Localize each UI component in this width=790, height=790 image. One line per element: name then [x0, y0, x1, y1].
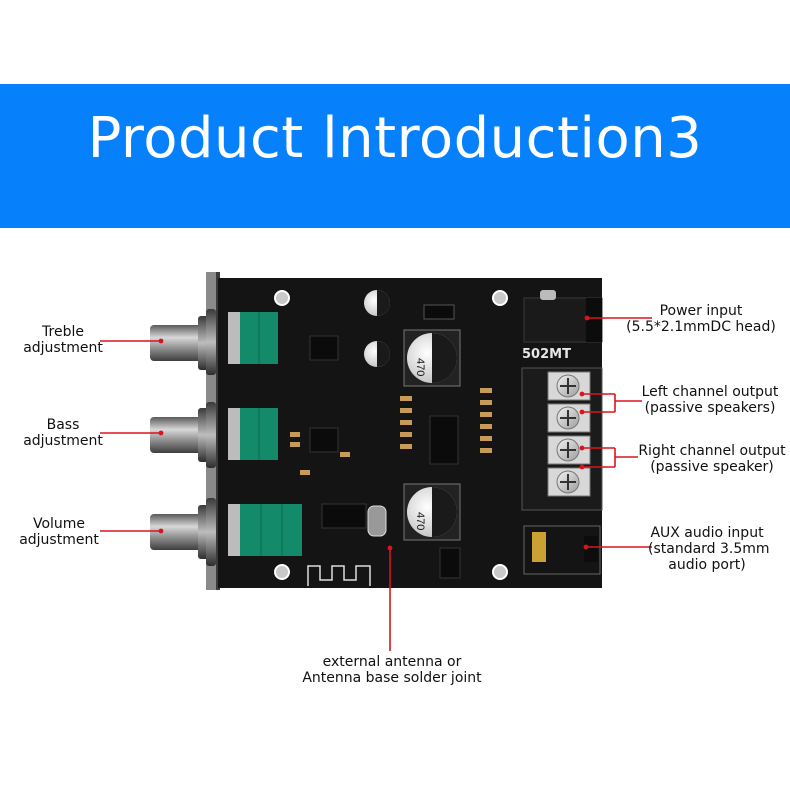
title-banner: Product lntroduction3	[0, 84, 790, 228]
model-label: 502MT	[522, 347, 571, 362]
ic-chip	[309, 335, 339, 361]
callout-aux-subtitle-2: audio port)	[668, 557, 746, 573]
bass-knob	[150, 402, 216, 468]
callout-antenna-title: external antenna or	[322, 654, 462, 670]
ic-main-amplifier	[429, 415, 459, 465]
callout-right-channel-title: Right channel output	[638, 443, 786, 459]
callout-right-channel-subtitle: (passive speaker)	[650, 459, 774, 475]
callout-aux: AUX audio input (standard 3.5mm audio po…	[648, 525, 770, 573]
callout-volume: Volume adjustment	[14, 516, 104, 548]
callout-power-title: Power input	[659, 303, 743, 319]
dc-power-jack	[523, 290, 603, 343]
crystal-oscillator	[367, 505, 387, 537]
diode	[423, 304, 455, 320]
ic-chip	[309, 427, 339, 453]
callout-volume-subtitle: adjustment	[19, 532, 99, 548]
callout-antenna-subtitle: Antenna base solder joint	[302, 670, 482, 686]
callout-left-channel-subtitle: (passive speakers)	[644, 400, 776, 416]
aux-audio-jack	[523, 525, 601, 575]
ic-chip	[439, 547, 461, 579]
ic-bluetooth	[321, 503, 367, 529]
capacitor-large-1: 470	[403, 329, 461, 387]
mounting-holes	[274, 290, 508, 580]
pcb-antenna	[307, 565, 371, 586]
capacitor-small-1	[364, 290, 390, 316]
bass-potentiometer	[228, 408, 278, 460]
callout-aux-title: AUX audio input	[650, 525, 764, 541]
svg-text:470: 470	[414, 358, 426, 376]
callout-bass: Bass adjustment	[18, 417, 108, 449]
callout-bass-subtitle: adjustment	[23, 433, 103, 449]
callout-treble: Treble adjustment	[18, 324, 108, 356]
treble-knob	[150, 309, 216, 375]
callout-right-channel: Right channel output (passive speaker)	[634, 443, 790, 475]
callout-lines	[100, 315, 652, 651]
callout-aux-subtitle: (standard 3.5mm	[648, 541, 770, 557]
volume-knob	[150, 498, 216, 566]
callout-bass-title: Bass	[46, 417, 80, 433]
callout-antenna: external antenna or Antenna base solder …	[292, 654, 492, 686]
callout-treble-subtitle: adjustment	[23, 340, 103, 356]
svg-text:470: 470	[414, 512, 426, 530]
capacitor-large-2: 470	[403, 483, 461, 541]
callout-power-subtitle: (5.5*2.1mmDC head)	[626, 319, 776, 335]
callout-volume-title: Volume	[32, 516, 86, 532]
treble-potentiometer	[228, 312, 278, 364]
page-title: Product lntroduction3	[87, 106, 703, 171]
speaker-terminal-block	[521, 367, 603, 511]
capacitor-small-2	[364, 341, 390, 367]
callout-treble-title: Treble	[42, 324, 84, 340]
volume-potentiometer	[228, 504, 302, 556]
callout-left-channel-title: Left channel output	[641, 384, 779, 400]
callout-power: Power input (5.5*2.1mmDC head)	[622, 303, 780, 335]
callout-left-channel: Left channel output (passive speakers)	[636, 384, 784, 416]
